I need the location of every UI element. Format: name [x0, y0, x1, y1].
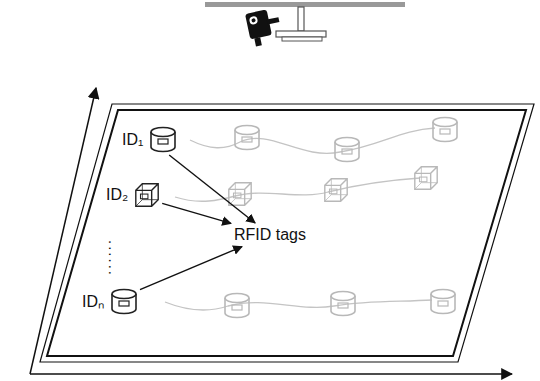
- camera-icon: [245, 7, 283, 47]
- pointer-arrow: [162, 203, 231, 223]
- ellipsis-dots: ......: [106, 240, 123, 277]
- cylinder-object-icon: [148, 126, 178, 154]
- node-text: ID₁: [122, 131, 143, 149]
- pointer-arrow: [169, 155, 255, 223]
- node-text: ID₂: [106, 186, 128, 204]
- node-text: RFID tags: [234, 226, 306, 244]
- cube-object-icon: [133, 181, 161, 209]
- tag-group-label: RFID tags: [234, 226, 306, 244]
- cylinder-object-icon: [109, 288, 139, 316]
- tagged-object: ID₂: [106, 181, 161, 209]
- tagged-object: IDₙ: [82, 288, 139, 316]
- floor-plane: [40, 104, 534, 362]
- pointer-arrow: [140, 247, 242, 290]
- node-text: IDₙ: [82, 293, 104, 311]
- ceiling-mount: [205, 2, 405, 41]
- trajectory-lines: [165, 128, 435, 310]
- axes: [30, 88, 512, 374]
- faded-object-trail: [225, 118, 457, 318]
- tagged-object: ID₁: [122, 126, 178, 154]
